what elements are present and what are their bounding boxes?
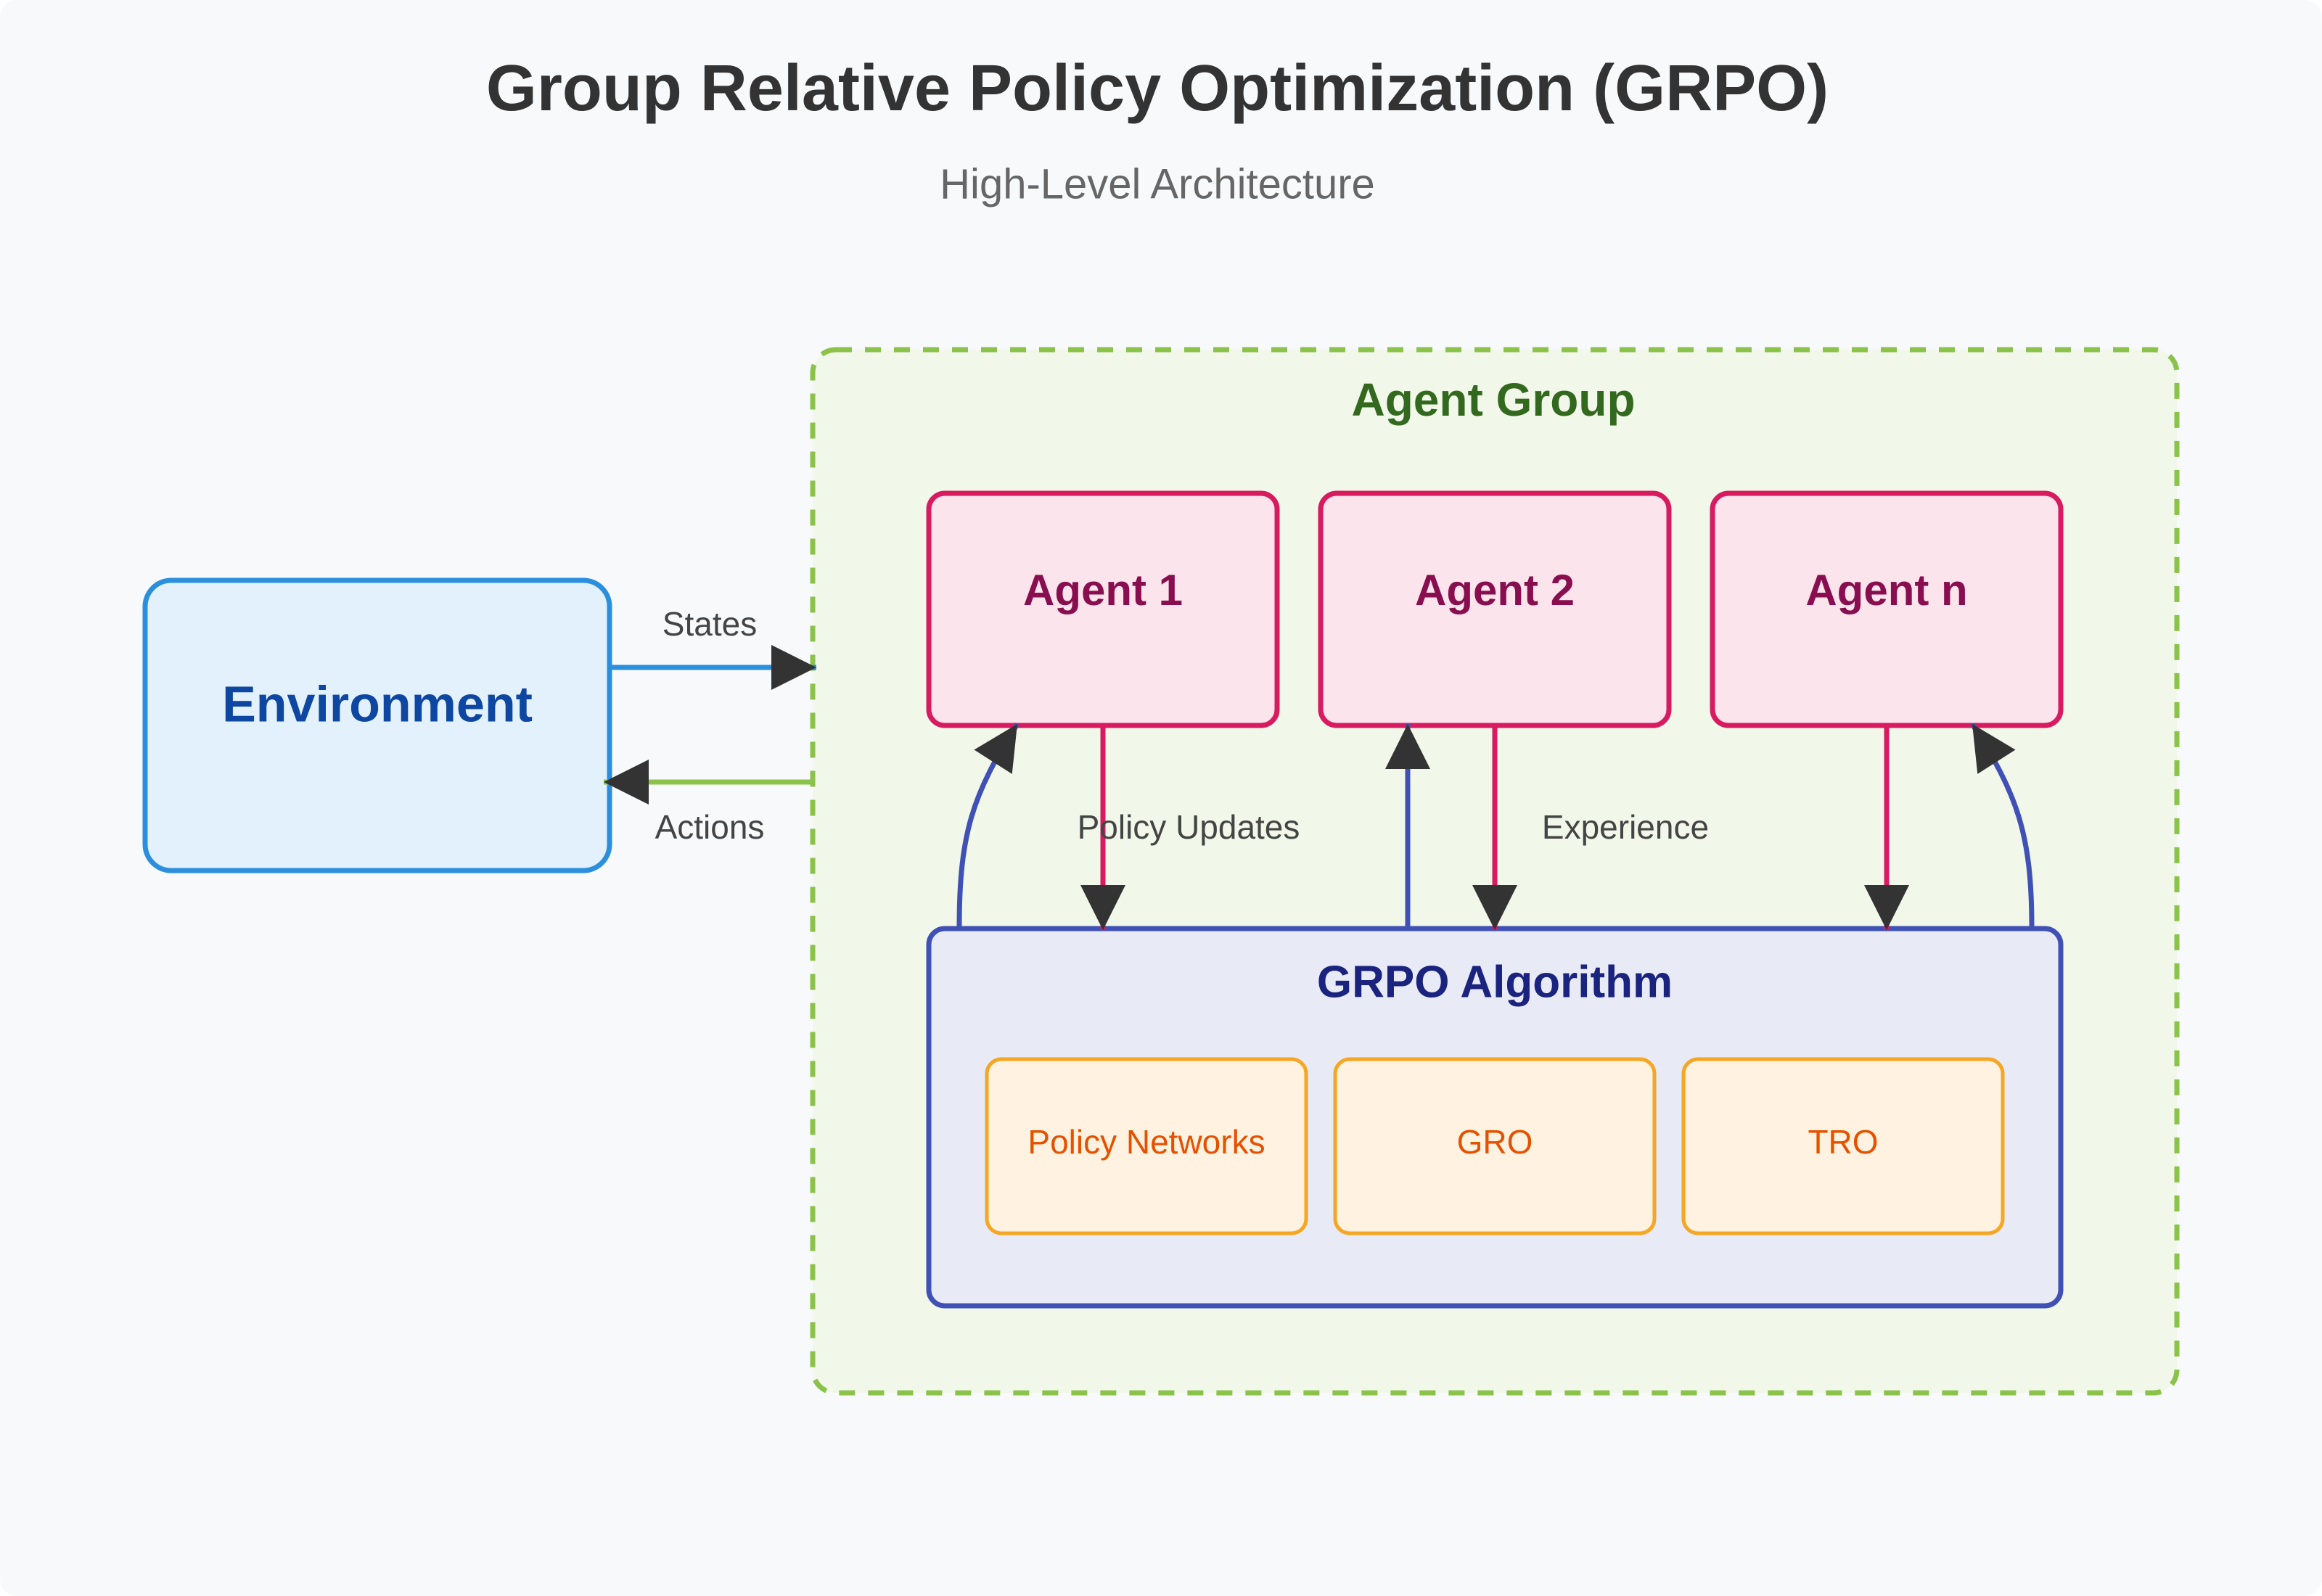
agent-node-n: Agent n — [1710, 490, 2064, 728]
component-box — [1681, 1057, 2005, 1235]
component-gro: GRO — [1333, 1057, 1657, 1235]
policy-update-arrow-agent-1 — [956, 723, 1020, 928]
agent-node-1: Agent 1 — [926, 490, 1280, 728]
diagram-subtitle: High-Level Architecture — [940, 160, 1375, 207]
component-label: TRO — [1808, 1123, 1878, 1161]
component-label: GRO — [1457, 1123, 1533, 1161]
agent-label: Agent n — [1805, 566, 1967, 614]
grpo-algorithm-label: GRPO Algorithm — [1317, 957, 1673, 1007]
grpo-algorithm-node: GRPO Algorithm Policy Networks GRO TRO — [926, 926, 2064, 1309]
diagram-title: Group Relative Policy Optimization (GRPO… — [486, 52, 1829, 125]
component-box — [1333, 1057, 1657, 1235]
experience-edge-label: Experience — [1542, 808, 1709, 846]
agent-box — [926, 490, 1280, 728]
environment-label: Environment — [222, 675, 533, 732]
actions-edge-label: Actions — [655, 808, 765, 846]
component-policy-networks: Policy Networks — [985, 1057, 1308, 1235]
states-edge-label: States — [662, 605, 757, 643]
agent-box — [1710, 490, 2064, 728]
agent-node-2: Agent 2 — [1318, 490, 1672, 728]
policy-update-arrow-agent-n — [1970, 723, 2035, 928]
environment-box — [142, 577, 612, 873]
policy-updates-edge-label: Policy Updates — [1078, 808, 1300, 846]
component-box — [985, 1057, 1308, 1235]
component-label: Policy Networks — [1027, 1123, 1265, 1161]
agent-box — [1318, 490, 1672, 728]
environment-node: Environment — [142, 577, 612, 873]
component-tro: TRO — [1681, 1057, 2005, 1235]
agent-label: Agent 2 — [1415, 566, 1575, 614]
agent-group-label: Agent Group — [1351, 374, 1635, 426]
agent-label: Agent 1 — [1023, 566, 1183, 614]
